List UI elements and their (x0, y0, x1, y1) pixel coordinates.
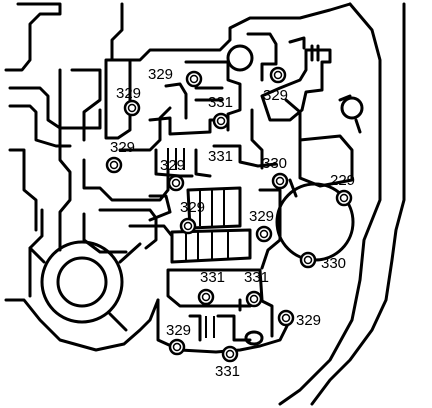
bolt-3 (123, 99, 141, 117)
bolt-16 (221, 345, 239, 363)
callout-label: 329 (180, 199, 205, 216)
bolts (105, 66, 353, 363)
callout-label: 329 (263, 87, 288, 104)
callout-label: 331 (208, 94, 233, 111)
bolt-15 (168, 338, 186, 356)
callout-label: 329 (110, 139, 135, 156)
solenoid (260, 44, 364, 188)
bolt-2 (269, 66, 287, 84)
bolt-10 (255, 225, 273, 243)
bolt-13 (245, 290, 263, 308)
round-port (28, 240, 142, 332)
valve-bores (128, 32, 306, 346)
bolt-5 (105, 156, 123, 174)
callout-label: 330 (262, 155, 287, 172)
bolt-9 (179, 217, 197, 235)
callouts: 329 329 331 329 329 329 331 330 229 329 … (110, 66, 355, 380)
bolt-11 (299, 251, 317, 269)
callout-label: 331 (208, 148, 233, 165)
callout-label: 329 (116, 85, 141, 102)
callout-label: 331 (215, 363, 240, 380)
bolt-12 (197, 288, 215, 306)
callout-label: 331 (200, 269, 225, 286)
callout-label: 329 (166, 322, 191, 339)
bolt-6 (167, 174, 185, 192)
callout-label: 229 (330, 172, 355, 189)
bolt-1 (185, 70, 203, 88)
callout-label: 329 (296, 312, 321, 329)
callout-label: 329 (249, 208, 274, 225)
bolt-4 (212, 112, 230, 130)
bolt-7 (271, 172, 289, 190)
bolt-8 (335, 189, 353, 207)
callout-label: 331 (244, 269, 269, 286)
callout-label: 329 (148, 66, 173, 83)
callout-label: 330 (321, 255, 346, 272)
bolt-14 (277, 309, 295, 327)
callout-label: 329 (160, 157, 185, 174)
